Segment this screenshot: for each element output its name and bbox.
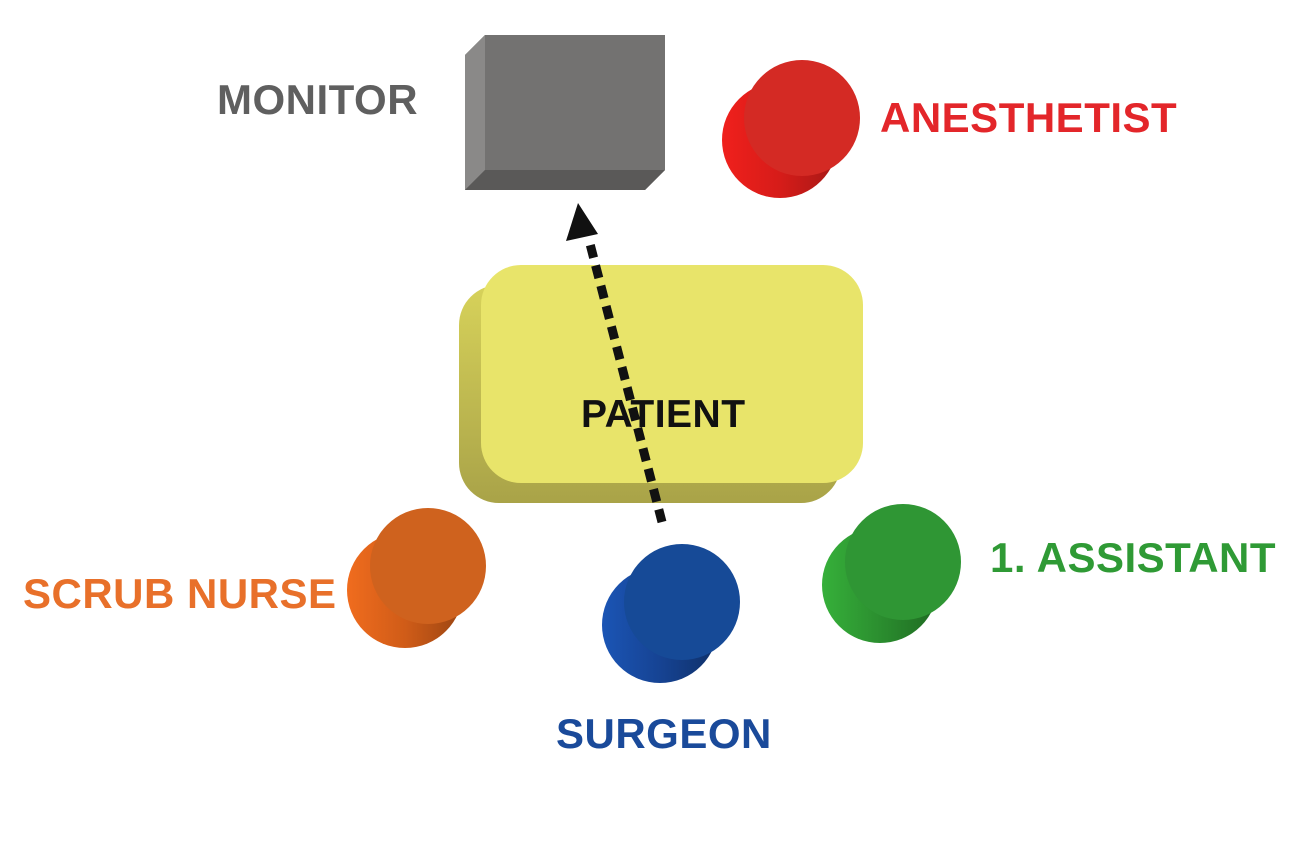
patient-label: PATIENT <box>581 393 746 436</box>
surgeon-marker <box>602 544 740 683</box>
patient-table <box>459 265 863 503</box>
anesthetist-label: ANESTHETIST <box>880 94 1178 141</box>
surgeon-label: SURGEON <box>556 710 772 757</box>
anesthetist-marker <box>722 60 860 198</box>
line-of-sight-arrow <box>566 203 667 524</box>
assistant-label: 1. ASSISTANT <box>990 534 1277 581</box>
monitor-box <box>465 35 665 190</box>
scrub-nurse-marker <box>347 508 486 648</box>
arrowhead-icon <box>566 203 598 241</box>
scrub-nurse-label: SCRUB NURSE <box>23 570 337 617</box>
assistant-marker <box>822 504 961 643</box>
monitor-label: MONITOR <box>217 76 419 123</box>
